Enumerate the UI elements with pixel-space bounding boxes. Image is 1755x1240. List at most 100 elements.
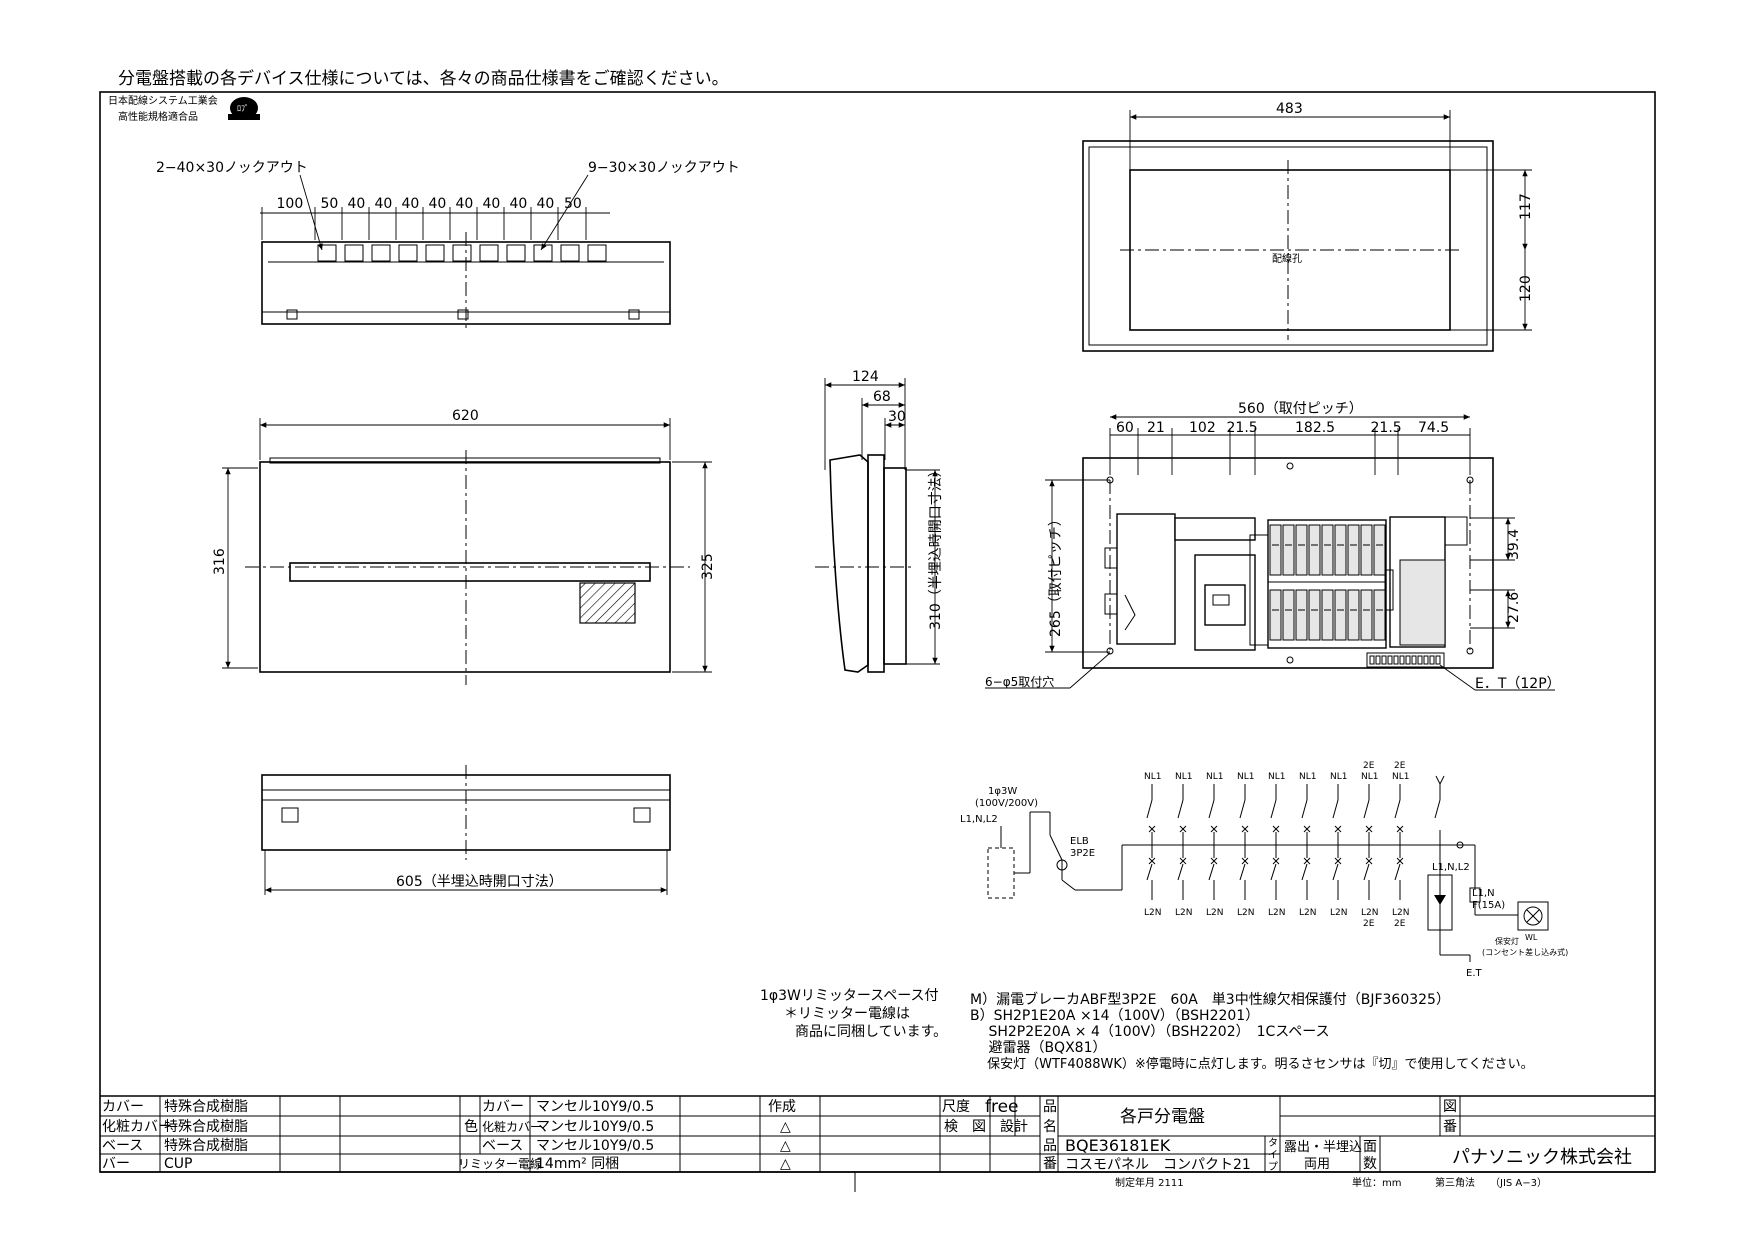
internal-dim-label: 182.5 — [1295, 420, 1335, 436]
branch-bottom-label: L2N — [1361, 908, 1378, 918]
knockout — [506, 244, 526, 262]
branch-top-label: NL1 — [1361, 772, 1378, 782]
knockout — [533, 244, 553, 262]
top-dim-label: 40 — [537, 196, 555, 212]
knockout — [371, 244, 391, 262]
side-view: 124 68 30 310（半埋込時開口寸法） — [815, 369, 944, 673]
spec-line-1: M）漏電ブレーカABF型3P2E 60A 単3中性線欠相保護付（BJF36032… — [970, 991, 1450, 1008]
scale-label: 尺度 — [942, 1099, 970, 1115]
color-part-0: カバー — [482, 1099, 524, 1115]
limiter-note2: ＊リミッター電線は — [784, 1006, 910, 1022]
branch-top-label: NL1 — [1330, 772, 1347, 782]
et-terminal-pin — [1393, 655, 1399, 665]
top-dim-label: 40 — [510, 196, 528, 212]
branch-bottom-label: L2N — [1299, 908, 1316, 918]
knockout — [425, 244, 445, 262]
scale-value: free — [985, 1097, 1019, 1117]
spec-line-5: 保安灯（WTF4088WK）※停電時に点灯します。明るさセンサは『切』で使用して… — [970, 1056, 1534, 1072]
wiring-hole-label: 配線孔 — [1272, 252, 1302, 265]
branch-top-label: 2E — [1363, 761, 1375, 771]
branch-breaker — [1347, 524, 1360, 576]
side-d2: 68 — [873, 389, 891, 405]
color-label: 色 — [464, 1118, 478, 1135]
branch-breaker — [1334, 589, 1347, 641]
hinmei-char-1: 品 — [1043, 1099, 1057, 1115]
et-terminal-pin — [1387, 655, 1393, 665]
et-terminal-pin — [1417, 655, 1423, 665]
branch-bottom-label: L2N — [1330, 908, 1347, 918]
mat-val-2: 特殊合成樹脂 — [164, 1138, 248, 1154]
internal-r1: 39.4 — [1506, 529, 1522, 560]
header-notice: 分電盤搭載の各デバイス仕様については、各々の商品仕様書をご確認ください。 — [118, 68, 729, 89]
mat-val-1: 特殊合成樹脂 — [164, 1119, 248, 1135]
knockout — [317, 244, 337, 262]
internal-dim-label: 60 — [1116, 420, 1134, 436]
branch-breaker — [1308, 524, 1321, 576]
branch-bottom-label: 2E — [1394, 919, 1406, 929]
et-terminal-pin — [1369, 655, 1375, 665]
et-terminal-pin — [1375, 655, 1381, 665]
front-height-right: 325 — [700, 553, 716, 580]
branch-breaker — [1295, 524, 1308, 576]
branch-breaker — [1269, 524, 1282, 576]
spec-line-2: B）SH2P1E20A ×14（100V）（BSH2201） — [970, 1008, 1259, 1024]
branch-breaker — [1360, 589, 1373, 641]
color-val-0: マンセル10Y9/0.5 — [536, 1099, 654, 1115]
internal-dim-label: 102 — [1189, 420, 1216, 436]
et-terminal-pin — [1423, 655, 1429, 665]
hinban-char-2: 番 — [1043, 1156, 1057, 1172]
hinmei-char-2: 名 — [1043, 1119, 1057, 1135]
made-date: 制定年月 2111 — [1115, 1176, 1184, 1189]
type-val-2: 両用 — [1304, 1157, 1330, 1172]
front-view: 620 316 325 — [212, 408, 716, 685]
knockout — [479, 244, 499, 262]
rear-h1: 117 — [1518, 193, 1534, 220]
svg-text:日本配線システム工業会: 日本配線システム工業会 — [108, 94, 218, 107]
type-char-3: プ — [1268, 1161, 1278, 1173]
type-val-1: 露出・半埋込 — [1284, 1140, 1362, 1155]
branch-bottom-label: L2N — [1206, 908, 1223, 918]
knockout — [398, 244, 418, 262]
branch-top-label: NL1 — [1299, 772, 1316, 782]
branch-top-label: NL1 — [1237, 772, 1254, 782]
zu-char-1: 図 — [1443, 1099, 1457, 1115]
top-dim-label: 50 — [321, 196, 339, 212]
branch-breaker — [1269, 589, 1282, 641]
bottom-opening: 605（半埋込時開口寸法） — [396, 874, 563, 890]
jis-label: （JIS A−3） — [1490, 1177, 1547, 1189]
branch-breaker — [1334, 524, 1347, 576]
product-name: 各戸分電盤 — [1120, 1107, 1205, 1127]
top-dim-label: 40 — [483, 196, 501, 212]
branch-top-label: NL1 — [1175, 772, 1192, 782]
limiter-space-hatch — [579, 582, 636, 624]
revision-triangle-1: △ — [780, 1119, 791, 1135]
mat-part-3: バー — [102, 1156, 130, 1172]
top-dim-label: 40 — [429, 196, 447, 212]
et-terminal-pin — [1435, 655, 1441, 665]
zu-char-2: 番 — [1443, 1119, 1457, 1135]
supply-lines-label: L1,N,L2 — [960, 814, 998, 825]
branch-breaker — [1373, 524, 1386, 576]
branch-breaker — [1295, 589, 1308, 641]
lamp-note1: 保安灯 — [1495, 936, 1519, 946]
wl-label: WL — [1525, 933, 1538, 942]
side-d3: 30 — [888, 409, 906, 425]
internal-dim-label: 21 — [1147, 420, 1165, 436]
et-terminal-pin — [1381, 655, 1387, 665]
top-dim-label: 40 — [456, 196, 474, 212]
limiter-wire-label: リミッター電線 — [458, 1156, 542, 1171]
knockout — [587, 244, 607, 262]
top-dim-label: 40 — [375, 196, 393, 212]
top-dim-label: 40 — [402, 196, 420, 212]
limiter-note3: 商品に同梱しています。 — [795, 1024, 947, 1040]
et-terminal-pin — [1411, 655, 1417, 665]
et-terminal-pin — [1399, 655, 1405, 665]
branch-top-label: 2E — [1394, 761, 1406, 771]
elb-label: ELB — [1070, 836, 1089, 847]
branch-breaker — [1321, 524, 1334, 576]
mat-part-0: カバー — [102, 1099, 144, 1115]
knockout — [452, 244, 472, 262]
side-d1: 124 — [852, 369, 879, 385]
mat-val-0: 特殊合成樹脂 — [164, 1099, 248, 1115]
limiter-note1: 1φ3Wリミッタースペース付 — [760, 988, 939, 1004]
